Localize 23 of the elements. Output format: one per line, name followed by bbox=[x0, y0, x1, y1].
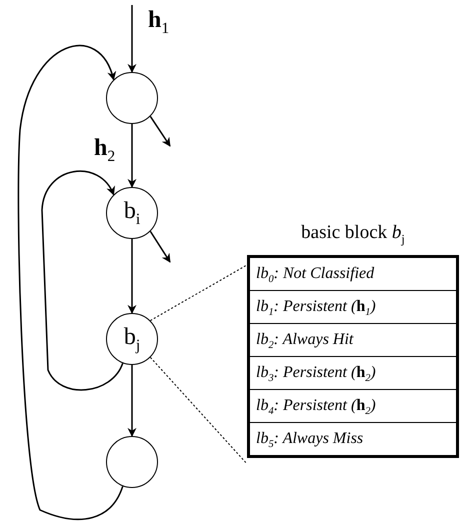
block-circle bbox=[106, 313, 158, 365]
leader-line bbox=[150, 264, 248, 322]
arrow bbox=[128, 124, 136, 188]
table-row-text: lb$_{0}$: Not Classified bbox=[255, 264, 376, 287]
arrow bbox=[150, 116, 171, 147]
table-row: lb$_{2}$: Always Hit bbox=[250, 322, 456, 356]
arrow bbox=[41, 170, 124, 391]
node-label: b$_{i}$ bbox=[124, 198, 140, 228]
block-circle bbox=[106, 187, 158, 239]
table-heading: basic block b$_{j}$ bbox=[300, 222, 406, 247]
table-row: lb$_{1}$: Persistent (h$_{1}$) bbox=[250, 290, 456, 323]
leader-line bbox=[150, 356, 248, 464]
empty-circle bbox=[106, 436, 158, 488]
table-row: lb$_{3}$: Persistent (h$_{2}$) bbox=[250, 356, 456, 389]
empty-circle bbox=[106, 72, 158, 124]
table-row: lb$_{5}$: Always Miss bbox=[250, 422, 456, 455]
arrow bbox=[128, 239, 136, 314]
table-row: lb$_{4}$: Persistent (h$_{2}$) bbox=[250, 388, 456, 422]
arrow bbox=[128, 365, 136, 437]
arrow bbox=[18, 45, 124, 520]
node-label: b$_{j}$ bbox=[124, 324, 140, 354]
arrow bbox=[128, 5, 136, 73]
arrow bbox=[150, 231, 171, 263]
